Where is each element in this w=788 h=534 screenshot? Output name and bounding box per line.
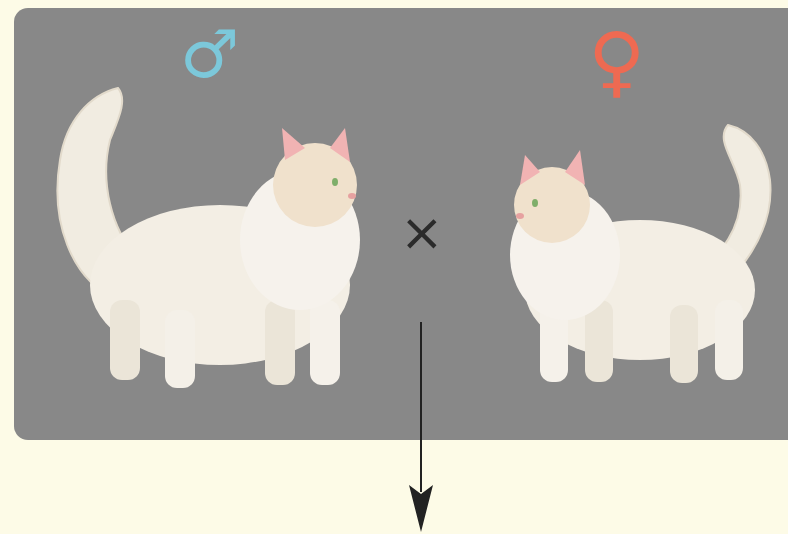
female-cat xyxy=(510,125,770,383)
female-symbol: ♀ xyxy=(588,22,645,100)
male-cat xyxy=(57,88,360,388)
male-symbol: ♂ xyxy=(180,22,239,88)
panel-background xyxy=(14,8,788,440)
result-arrow xyxy=(420,322,422,492)
cross-symbol: × xyxy=(400,206,444,258)
arrow-head xyxy=(409,485,433,532)
